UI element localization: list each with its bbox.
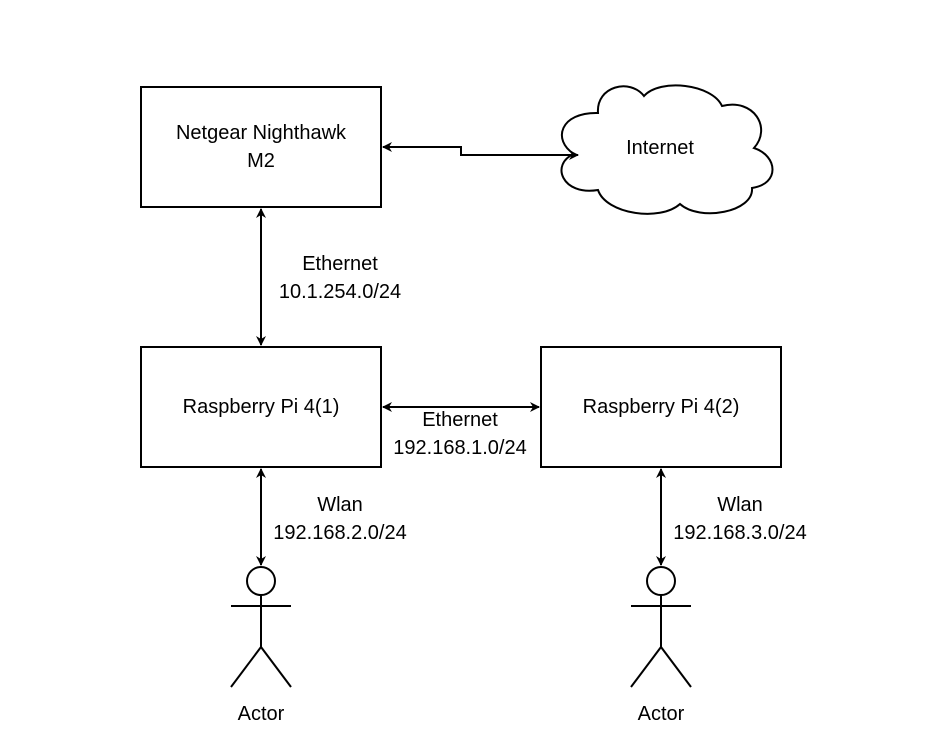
actor2-label: Actor	[637, 703, 685, 725]
router-label-line2: M2	[247, 150, 275, 172]
edge-router-pi1-label: Ethernet 10.1.254.0/24	[240, 250, 440, 306]
edge-label-line1: Wlan	[717, 494, 763, 516]
router-label: Netgear Nighthawk M2	[141, 87, 381, 207]
pi1-label: Raspberry Pi 4(1)	[182, 396, 340, 418]
edge-pi2-actor2-label: Wlan 192.168.3.0/24	[640, 491, 840, 547]
router-node[interactable]	[140, 86, 382, 208]
edge-label-line1: Ethernet	[422, 409, 498, 431]
edge-label-line1: Wlan	[317, 494, 363, 516]
internet-label: Internet	[626, 137, 694, 159]
edge-label-line2: 10.1.254.0/24	[278, 281, 402, 303]
edge-router-internet	[382, 142, 579, 160]
router-label-line1: Netgear Nighthawk	[175, 122, 347, 144]
edge-pi1-pi2-label: Ethernet 192.168.1.0/24	[360, 406, 560, 462]
edge-label-line2: 192.168.3.0/24	[673, 522, 807, 544]
pi1-node[interactable]	[140, 346, 382, 468]
pi2-label: Raspberry Pi 4(2)	[582, 396, 740, 418]
actor1-figure[interactable]	[230, 566, 292, 688]
pi2-node[interactable]	[540, 346, 782, 468]
actor2-figure[interactable]	[630, 566, 692, 688]
edge-pi1-actor1-label: Wlan 192.168.2.0/24	[240, 491, 440, 547]
edge-label-line1: Ethernet	[302, 253, 378, 275]
actor1-label: Actor	[237, 703, 285, 725]
internet-cloud-node[interactable]	[560, 84, 774, 215]
edge-label-line2: 192.168.2.0/24	[273, 522, 407, 544]
edge-label-line2: 192.168.1.0/24	[393, 437, 527, 459]
